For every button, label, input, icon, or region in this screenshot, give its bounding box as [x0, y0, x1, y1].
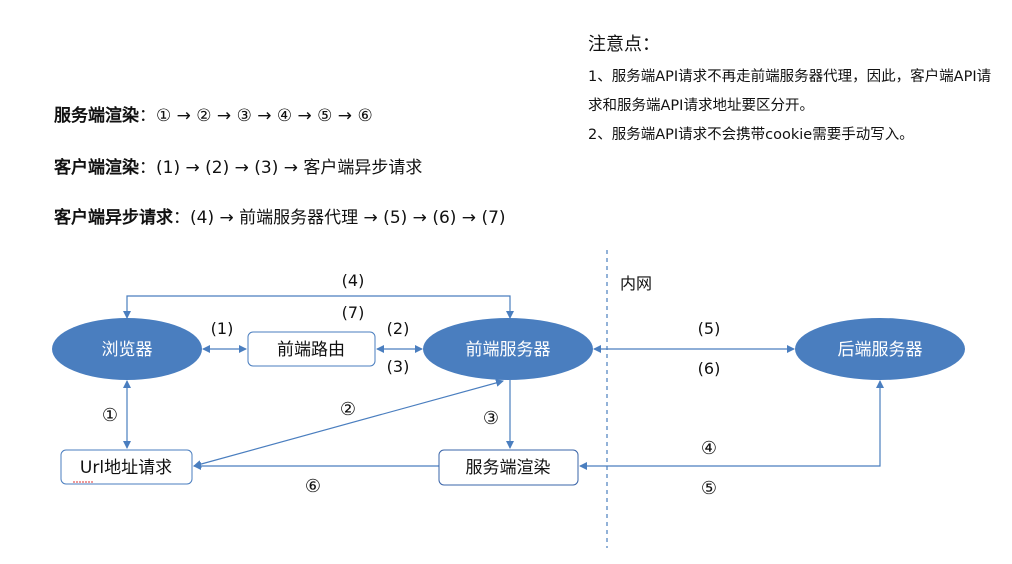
- notes-title: 注意点：: [588, 34, 660, 55]
- edge-browser-frontend-top: [123, 295, 514, 319]
- flow-label: 服务端渲染: [54, 106, 139, 126]
- edge-label: (7): [342, 303, 365, 322]
- url-request-node: [60, 449, 193, 485]
- edge-backend-render: [579, 380, 884, 470]
- flow-sep: ：: [139, 158, 156, 178]
- edge-label: (1): [211, 319, 234, 338]
- edge-label: (6): [698, 359, 721, 378]
- client-render-flow: 客户端渲染：(1) → (2) → (3) → 客户端异步请求: [54, 153, 422, 178]
- edge-label: ④: [701, 438, 717, 459]
- backend-server-node: [795, 318, 965, 380]
- server-render-node: [438, 449, 579, 486]
- flow-label: 客户端异步请求: [54, 208, 173, 228]
- flow-steps: ① → ② → ③ → ④ → ⑤ → ⑥: [156, 106, 373, 126]
- frontend-router-label: 前端路由: [277, 340, 345, 360]
- edge-label: (2): [387, 319, 410, 338]
- backend-server-label: 后端服务器: [838, 340, 923, 360]
- server-render-flow: 服务端渲染：① → ② → ③ → ④ → ⑤ → ⑥: [54, 101, 373, 126]
- server-render-label: 服务端渲染: [466, 458, 551, 478]
- intranet-label: 内网: [620, 274, 652, 293]
- edge-label: (5): [698, 319, 721, 338]
- flow-label: 客户端渲染: [54, 158, 139, 178]
- flow-sep: ：: [173, 208, 190, 228]
- flow-sep: ：: [139, 106, 156, 126]
- edge-label: (3): [387, 357, 410, 376]
- frontend-server-label: 前端服务器: [466, 340, 551, 360]
- browser-node: [52, 318, 202, 380]
- edge-label: ②: [340, 399, 356, 420]
- client-async-flow: 客户端异步请求：(4) → 前端服务器代理 → (5) → (6) → (7): [54, 203, 506, 228]
- edge-label: ①: [102, 405, 118, 426]
- frontend-server-node: [423, 318, 593, 380]
- flow-steps: (1) → (2) → (3) → 客户端异步请求: [156, 158, 423, 178]
- frontend-router-node: [247, 331, 376, 367]
- notes: 注意点： 1、服务端API请求不再走前端服务器代理，因此，客户端API请求和服务…: [588, 30, 998, 150]
- edge-label: (4): [342, 271, 365, 290]
- flow-steps: (4) → 前端服务器代理 → (5) → (6) → (7): [190, 208, 506, 228]
- edge-label: ③: [483, 408, 499, 429]
- url-request-label: Url地址请求: [80, 458, 172, 478]
- edge-url-frontend: [193, 378, 504, 469]
- edge-label: ⑤: [701, 478, 717, 499]
- note-item: 2、服务端API请求不会携带cookie需要手动写入。: [588, 127, 914, 143]
- browser-label: 浏览器: [102, 340, 153, 360]
- note-item: 1、服务端API请求不再走前端服务器代理，因此，客户端API请求和服务端API请…: [588, 69, 992, 114]
- edge-label: ⑥: [305, 476, 321, 497]
